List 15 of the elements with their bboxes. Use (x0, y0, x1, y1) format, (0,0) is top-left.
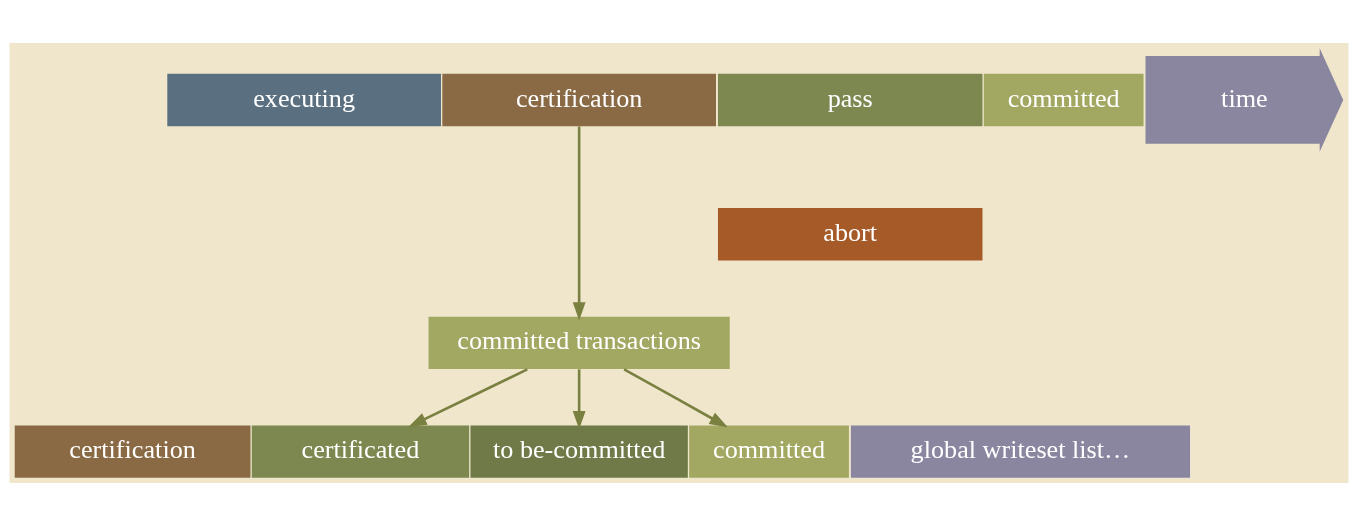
node-box: abort (717, 207, 983, 260)
node-box: global writeset list… (850, 424, 1191, 478)
node-box: to be-committed (470, 424, 688, 478)
node-box: certificated (251, 424, 470, 478)
node-box: executing (167, 73, 441, 126)
node-box: pass (717, 73, 983, 126)
arrow (572, 126, 586, 321)
arrow (623, 367, 728, 427)
node-box: committed transactions (428, 316, 730, 369)
node-box: certification (442, 73, 716, 126)
node-box: committed (689, 424, 849, 478)
node-box: certification (14, 424, 251, 478)
node-box: committed (983, 73, 1144, 126)
arrow (408, 367, 528, 427)
arrow (572, 368, 586, 429)
